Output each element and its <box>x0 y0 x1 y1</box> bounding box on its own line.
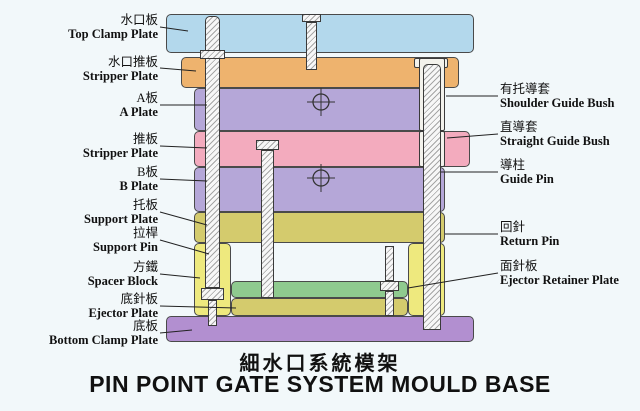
label-zh: 水口板 <box>120 13 158 27</box>
support-plate <box>194 212 445 243</box>
label-zh: 回針 <box>500 220 526 234</box>
label-zh: 推板 <box>132 132 158 146</box>
label-zh: 直導套 <box>500 120 538 134</box>
stripper-plate-upper <box>181 57 459 88</box>
guide-pin <box>423 64 441 330</box>
support-pin-flange <box>200 50 225 59</box>
label-en: Ejector Retainer Plate <box>500 273 619 287</box>
ejector-retainer-plate <box>231 281 408 298</box>
top-pin-head <box>302 14 321 22</box>
return-pin-stem <box>385 291 394 316</box>
label-en: Guide Pin <box>500 172 554 186</box>
ejector-plate <box>231 298 408 316</box>
support-pin-bolt-head <box>201 288 224 300</box>
diagram-title-chinese: 細水口系統模架 <box>239 353 401 375</box>
center-mark-icon <box>307 164 335 192</box>
center-pin-head <box>256 140 279 150</box>
bottom-clamp-plate <box>166 316 474 342</box>
support-pin-shaft <box>205 16 220 288</box>
label-zh: 托板 <box>132 198 158 212</box>
return-pin-head <box>380 281 399 291</box>
label-en: Stripper Plate <box>82 69 158 83</box>
label-zh: 導柱 <box>500 158 526 172</box>
diagram-title-english: PIN POINT GATE SYSTEM MOULD BASE <box>89 371 551 397</box>
b-plate <box>194 167 445 212</box>
label-en: Bottom Clamp Plate <box>48 333 158 347</box>
label-zh: A板 <box>136 91 158 105</box>
label-en: A Plate <box>119 105 158 119</box>
label-en: Top Clamp Plate <box>68 27 158 41</box>
label-zh: 面針板 <box>500 259 538 273</box>
label-zh: 有托導套 <box>500 82 551 96</box>
label-en: B Plate <box>119 179 158 193</box>
label-en: Straight Guide Bush <box>500 134 610 148</box>
label-zh: 方鐵 <box>132 260 158 274</box>
label-en: Shoulder Guide Bush <box>500 96 615 110</box>
label-zh: 底板 <box>132 319 158 333</box>
label-en: Stripper Plate <box>82 146 158 160</box>
label-zh: 底針板 <box>120 292 158 306</box>
center-pin-shaft <box>261 150 274 298</box>
label-zh: 水口推板 <box>107 55 158 69</box>
support-pin-bolt-stem <box>208 300 217 326</box>
label-en: Support Plate <box>84 212 158 226</box>
return-pin-shaft <box>385 246 394 281</box>
label-zh: 拉桿 <box>132 226 158 240</box>
label-en: Ejector Plate <box>88 306 158 320</box>
label-en: Spacer Block <box>87 274 158 288</box>
center-mark-icon <box>307 88 335 116</box>
top-pin-shaft <box>306 22 317 70</box>
label-en: Support Pin <box>93 240 158 254</box>
label-en: Return Pin <box>500 234 560 248</box>
label-zh: B板 <box>137 165 158 179</box>
